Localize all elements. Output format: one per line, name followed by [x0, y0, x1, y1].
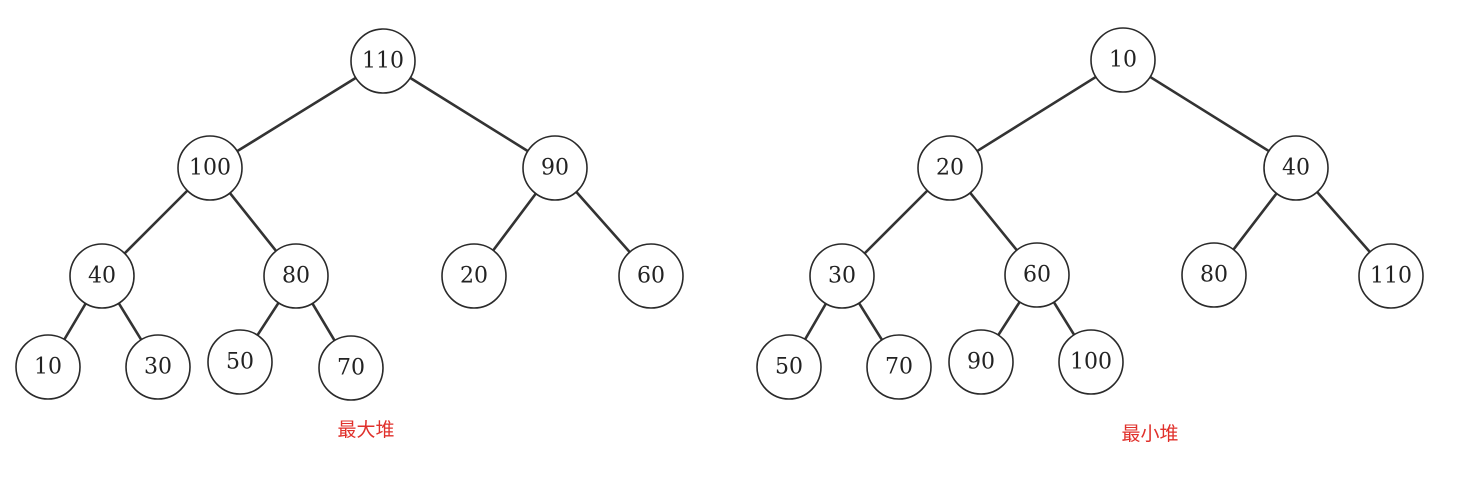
node-circle — [207, 329, 273, 395]
node-circle — [15, 334, 81, 400]
node-value: 20 — [460, 264, 488, 289]
max-heap-node: 20 — [441, 243, 507, 309]
min-heap-edge — [863, 189, 929, 255]
max-heap-edge — [408, 76, 530, 153]
max-heap-node: 90 — [522, 135, 588, 201]
node-value: 110 — [362, 49, 404, 74]
max-heap-edge — [256, 301, 280, 337]
node-value: 100 — [189, 156, 231, 181]
min-heap-edge — [1148, 75, 1271, 153]
node-value: 40 — [1282, 156, 1310, 181]
node-value: 80 — [1200, 263, 1228, 288]
max-heap-edge — [574, 190, 632, 254]
node-value: 80 — [282, 264, 310, 289]
node-value: 110 — [1370, 264, 1412, 289]
node-value: 90 — [967, 350, 995, 375]
min-heap-node: 40 — [1263, 135, 1329, 201]
node-circle — [263, 243, 329, 309]
node-value: 70 — [885, 355, 913, 380]
node-value: 50 — [775, 355, 803, 380]
max-heap-node: 60 — [618, 243, 684, 309]
node-value: 60 — [637, 264, 665, 289]
max-heap-tree: 110 100 90 40 80 20 60 10 30 50 70 最大堆 — [15, 28, 684, 441]
max-heap-edge — [123, 189, 189, 255]
max-heap-node: 50 — [207, 329, 273, 395]
node-value: 90 — [541, 156, 569, 181]
min-heap-edge — [1232, 192, 1278, 251]
max-heap-node: 40 — [69, 243, 135, 309]
node-circle — [756, 334, 822, 400]
max-heap-edge — [235, 76, 358, 153]
max-heap-node: 10 — [15, 334, 81, 400]
min-heap-edge — [975, 75, 1098, 153]
node-circle — [1358, 243, 1424, 309]
node-circle — [1058, 329, 1124, 395]
min-heap-edge — [997, 300, 1021, 337]
min-heap-tree: 10 20 40 30 60 80 110 50 70 90 100 最小堆 — [756, 27, 1424, 445]
max-heap-edge — [491, 192, 538, 252]
max-heap-node: 80 — [263, 243, 329, 309]
node-circle — [1004, 242, 1070, 308]
min-heap-node: 20 — [917, 135, 983, 201]
max-heap-edge — [117, 301, 143, 342]
min-heap-node: 90 — [948, 329, 1014, 395]
node-circle — [125, 334, 191, 400]
max-heap-edge — [228, 191, 278, 253]
node-circle — [177, 135, 243, 201]
node-value: 70 — [337, 356, 365, 381]
min-heap-node: 30 — [809, 243, 875, 309]
node-value: 60 — [1023, 263, 1051, 288]
node-circle — [522, 135, 588, 201]
max-heap-edge — [63, 302, 87, 341]
max-heap-node: 30 — [125, 334, 191, 400]
node-circle — [350, 28, 416, 94]
min-heap-edge — [857, 301, 884, 342]
min-heap-edge — [968, 191, 1019, 252]
max-heap-node: 110 — [350, 28, 416, 94]
node-circle — [318, 335, 384, 401]
node-circle — [618, 243, 684, 309]
node-value: 30 — [828, 264, 856, 289]
node-circle — [1181, 242, 1247, 308]
min-heap-node: 70 — [866, 334, 932, 400]
node-value: 20 — [936, 156, 964, 181]
node-circle — [866, 334, 932, 400]
node-circle — [441, 243, 507, 309]
min-heap-node: 10 — [1090, 27, 1156, 93]
node-circle — [917, 135, 983, 201]
node-value: 40 — [88, 264, 116, 289]
node-value: 100 — [1070, 350, 1112, 375]
node-circle — [69, 243, 135, 309]
node-value: 10 — [1109, 48, 1137, 73]
min-heap-edge — [803, 302, 828, 341]
min-heap-node: 60 — [1004, 242, 1070, 308]
min-heap-caption: 最小堆 — [1121, 423, 1178, 445]
min-heap-node: 50 — [756, 334, 822, 400]
node-value: 30 — [144, 355, 172, 380]
min-heap-edge — [1315, 190, 1372, 254]
node-circle — [809, 243, 875, 309]
min-heap-node: 80 — [1181, 242, 1247, 308]
max-heap-node: 100 — [177, 135, 243, 201]
min-heap-node: 110 — [1358, 243, 1424, 309]
max-heap-caption: 最大堆 — [337, 419, 394, 441]
min-heap-edge — [1052, 300, 1076, 337]
node-value: 50 — [226, 350, 254, 375]
node-value: 10 — [34, 355, 62, 380]
node-circle — [1263, 135, 1329, 201]
node-circle — [948, 329, 1014, 395]
max-heap-edge — [311, 302, 336, 342]
min-heap-node: 100 — [1058, 329, 1124, 395]
node-circle — [1090, 27, 1156, 93]
max-heap-node: 70 — [318, 335, 384, 401]
